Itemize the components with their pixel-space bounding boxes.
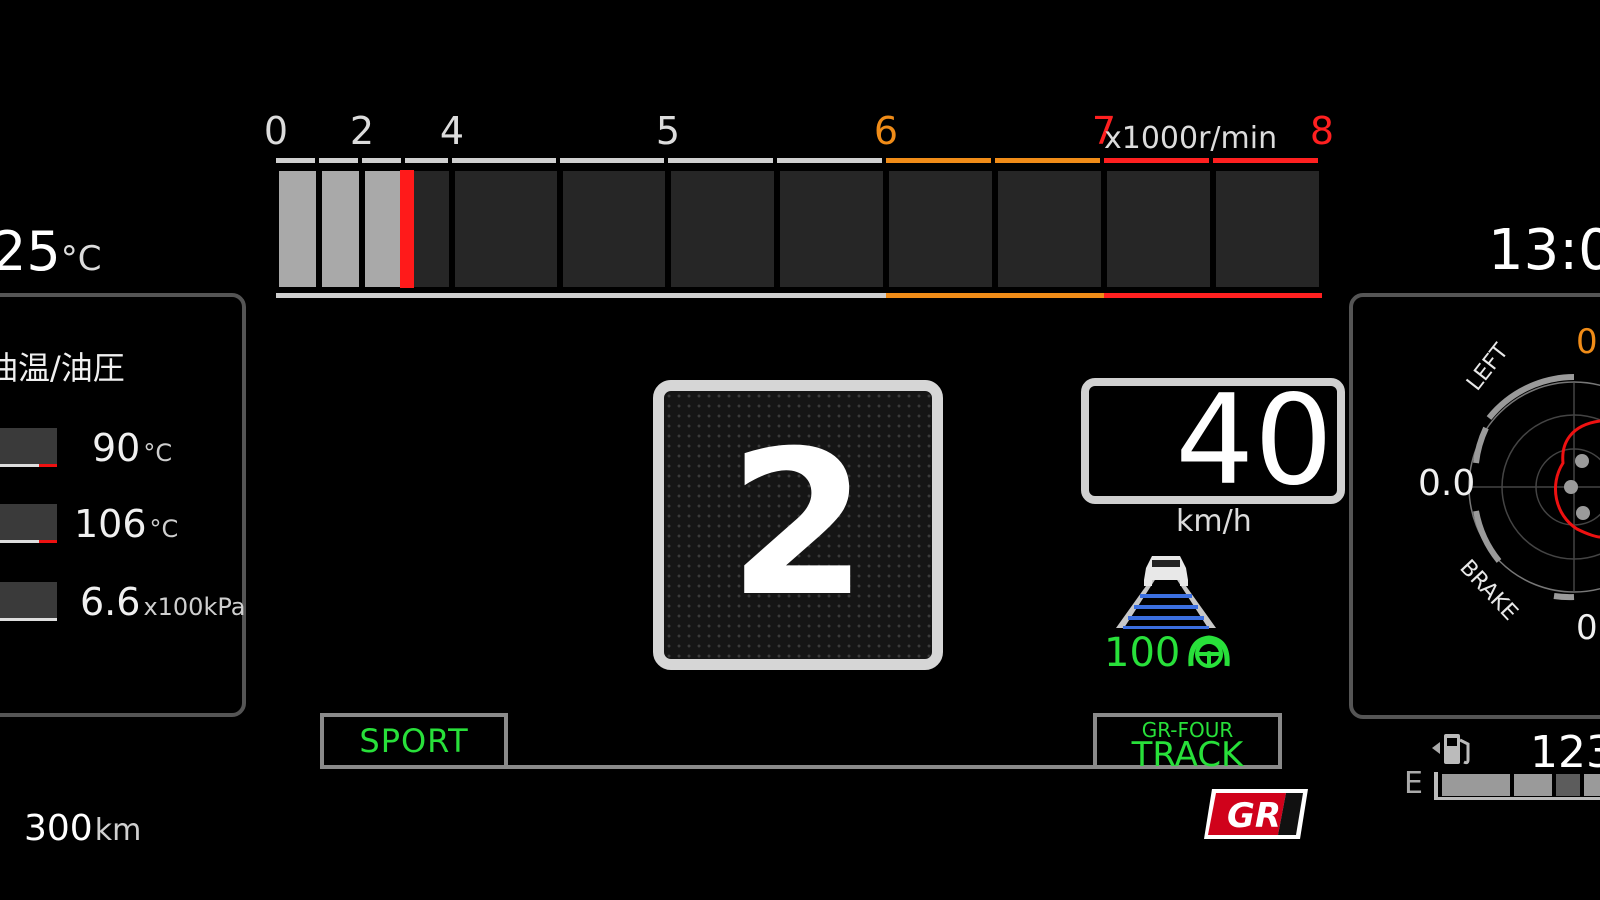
tach-label-7: 7	[1091, 109, 1117, 153]
g-meter-center-value: 0.0	[1418, 463, 1476, 504]
tach-bar-segment	[365, 171, 402, 287]
g-meter-panel	[1349, 293, 1600, 719]
tach-rail-segment	[452, 158, 556, 163]
tach-rail-segment	[1213, 158, 1318, 163]
fuel-level-gauge	[1434, 772, 1600, 800]
oil-panel	[0, 293, 246, 717]
svg-text:GR: GR	[1227, 796, 1281, 836]
coolant-temp-bar	[0, 504, 57, 540]
oil-temp-baseline	[0, 464, 57, 467]
tach-bar-segment	[408, 171, 449, 287]
g-meter-graph	[1468, 374, 1600, 601]
tach-bar-segment	[671, 171, 774, 287]
oil-panel-title: 油温/油圧	[0, 349, 125, 387]
coolant-temp-baseline	[0, 540, 57, 543]
steering-assist-icon	[1188, 635, 1230, 668]
tach-rail-segment	[995, 293, 1104, 298]
mode-bar-line	[320, 765, 1282, 769]
tach-unit-label: x1000r/min	[1104, 121, 1278, 156]
tach-rail-segment	[560, 293, 668, 298]
tach-rail-segment	[886, 158, 991, 163]
oil-temp-value: 90°C	[92, 426, 173, 470]
awd-mode-value: TRACK	[1131, 735, 1244, 775]
tach-label-8: 8	[1309, 109, 1335, 153]
tach-rail-segment	[276, 158, 315, 163]
tach-bar-segment	[455, 171, 557, 287]
gear-indicator: 2	[653, 380, 943, 670]
gear-value: 2	[728, 408, 868, 641]
coolant-temp-value: 106°C	[74, 502, 179, 546]
car-ahead-lane-icon	[1116, 556, 1216, 629]
g-meter-bottom-value: 0	[1576, 608, 1598, 648]
tach-rail-segment	[405, 293, 452, 298]
tach-rail-segment	[777, 293, 886, 298]
tach-label-6: 6	[873, 109, 899, 153]
tach-needle	[400, 170, 414, 288]
tach-rail-segment	[1104, 293, 1213, 298]
tach-rail-segment	[276, 293, 319, 298]
ambient-temperature: 25°C	[0, 220, 102, 283]
tach-label-4: 4	[439, 109, 465, 153]
fuel-pump-icon	[1432, 734, 1470, 765]
tach-bar-area	[272, 171, 1324, 287]
tach-label-5: 5	[655, 109, 681, 153]
tach-rail-segment	[560, 158, 664, 163]
tach-rail-segment	[452, 293, 560, 298]
oil-pressure-baseline	[0, 618, 57, 621]
tach-rail-segment	[362, 293, 405, 298]
acc-set-speed: 100	[1104, 630, 1181, 676]
oil-pressure-bar	[0, 582, 57, 618]
clock: 13:0	[1488, 218, 1600, 283]
tach-bar-segment	[1216, 171, 1319, 287]
tach-bar-segment	[1107, 171, 1210, 287]
fuel-range-value: 123	[1530, 727, 1600, 778]
tach-bar-segment	[279, 171, 316, 287]
fuel-empty-label: E	[1404, 766, 1423, 801]
tach-rail-segment	[1213, 293, 1322, 298]
tach-bar-segment	[780, 171, 883, 287]
trip-distance: 300km	[24, 808, 142, 849]
tach-label-2: 2	[349, 109, 375, 153]
tach-rail-segment	[405, 158, 448, 163]
tach-rail-segment	[777, 158, 882, 163]
tach-rail-segment	[1104, 158, 1209, 163]
tach-rail-segment	[886, 293, 995, 298]
tach-rail-segment	[995, 158, 1100, 163]
tach-rail-segment	[319, 293, 362, 298]
tach-rail-segment	[668, 158, 773, 163]
oil-temp-bar	[0, 428, 57, 464]
tach-rail-segment	[362, 158, 401, 163]
tach-bar-segment	[998, 171, 1101, 287]
awd-mode-title: GR-FOUR	[1141, 718, 1234, 742]
tach-rail-top	[272, 158, 1324, 163]
tach-bar-segment	[889, 171, 992, 287]
gr-logo: GR	[1204, 789, 1308, 839]
speed-unit: km/h	[1176, 504, 1252, 539]
tach-rail-segment	[319, 158, 358, 163]
tach-bar-segment	[563, 171, 665, 287]
speed-value: 40	[1175, 369, 1333, 513]
speed-display: 40	[1081, 378, 1345, 504]
tach-bar-segment	[322, 171, 359, 287]
tach-rail-bottom	[272, 293, 1324, 298]
g-meter-top-value: 0	[1576, 322, 1598, 362]
tach-label-0: 0	[263, 109, 289, 153]
awd-mode-indicator: GR-FOUR TRACK	[1093, 713, 1282, 775]
tach-rail-segment	[668, 293, 777, 298]
drive-mode-indicator: SPORT	[320, 713, 508, 769]
